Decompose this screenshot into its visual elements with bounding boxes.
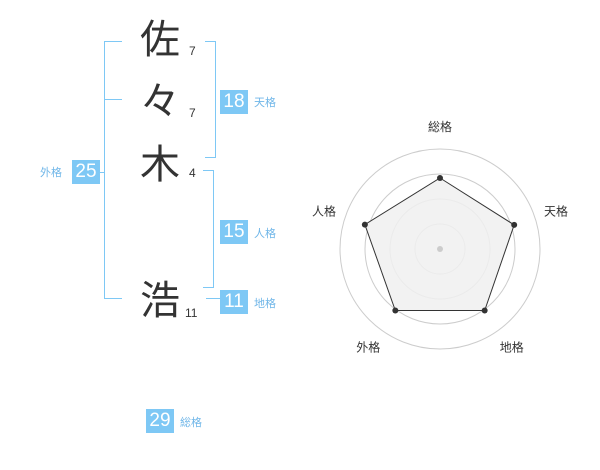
tenkaku-bracket-top (205, 41, 216, 42)
tenkaku-label: 天格 (254, 96, 276, 109)
gaikaku-bracket-mid (104, 99, 122, 100)
jinkaku-label: 人格 (254, 227, 276, 240)
gaikaku-connector (99, 172, 104, 173)
chikaku-value: 11 (220, 290, 248, 314)
kanji-char-3: 木 (140, 142, 180, 188)
chikaku-connector (206, 298, 220, 299)
radar-point (511, 221, 518, 228)
gaikaku-bracket-vertical (104, 41, 105, 299)
gaikaku-label: 外格 (40, 166, 62, 179)
radar-point (361, 221, 368, 228)
radar-axis-label: 地格 (500, 340, 524, 355)
radar-polygon (364, 177, 515, 311)
soukaku-label: 総格 (180, 416, 202, 429)
radar-point (481, 307, 488, 314)
radar-points (361, 175, 518, 314)
kanji-char-2: 々 (140, 79, 180, 125)
soukaku-value: 29 (146, 409, 174, 433)
stroke-count-3: 4 (189, 166, 196, 180)
radar-axis-label: 人格 (312, 203, 336, 218)
radar-axis-label: 外格 (356, 340, 380, 355)
tenkaku-bracket-vertical (215, 41, 216, 158)
radar-axis-label: 総格 (428, 119, 452, 134)
stroke-count-4: 11 (185, 306, 198, 320)
radar-center-dot (437, 246, 443, 252)
gaikaku-bracket-top (104, 41, 122, 42)
kanji-char-4: 浩 (140, 278, 180, 324)
jinkaku-bracket-bottom (203, 287, 214, 288)
kanji-char-1: 佐 (140, 17, 180, 63)
gaikaku-value: 25 (72, 160, 100, 184)
tenkaku-value: 18 (220, 90, 248, 114)
jinkaku-value: 15 (220, 220, 248, 244)
radar-ring (339, 148, 541, 350)
radar-ring (364, 173, 516, 325)
radar-axis-label: 天格 (544, 203, 568, 218)
radar-point (392, 307, 399, 314)
gaikaku-bracket-bottom (104, 298, 122, 299)
tenkaku-bracket-bottom (205, 157, 216, 158)
chikaku-label: 地格 (254, 297, 276, 310)
stroke-count-1: 7 (189, 44, 196, 58)
radar-point (437, 175, 443, 181)
stroke-count-2: 7 (189, 106, 196, 120)
jinkaku-bracket-top (203, 170, 214, 171)
jinkaku-bracket-vertical (213, 170, 214, 288)
